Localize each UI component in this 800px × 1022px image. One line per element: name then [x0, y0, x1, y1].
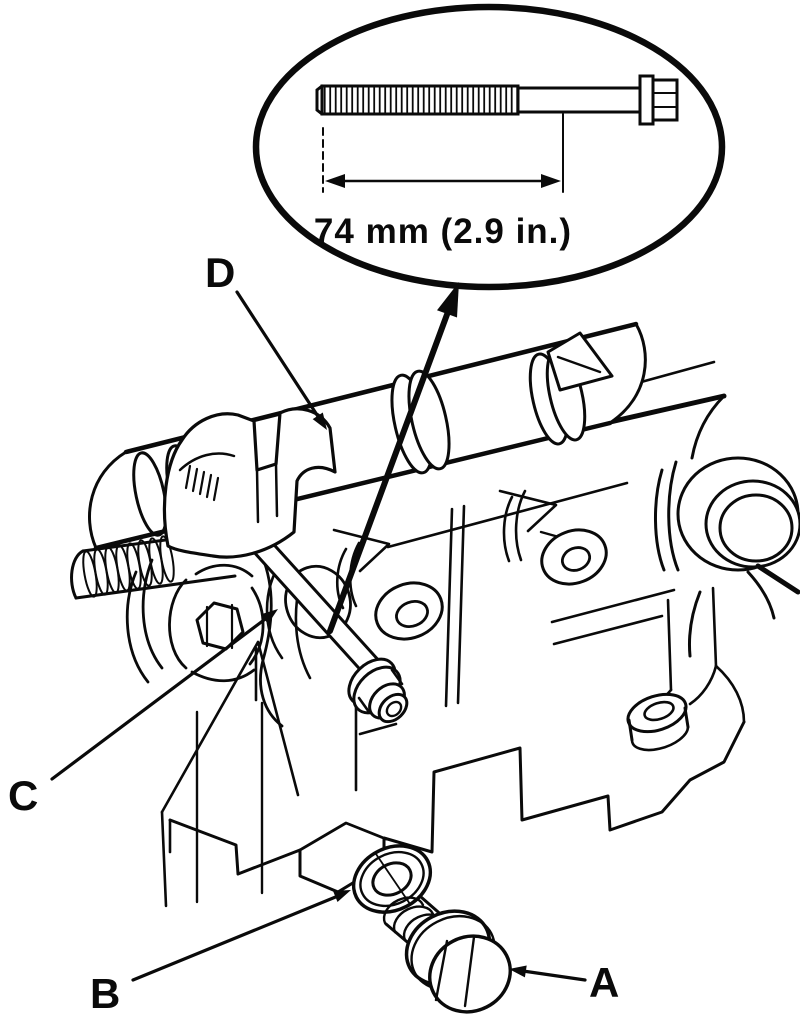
balloon-ellipse: [252, 3, 726, 291]
balloon-arrow: [327, 282, 459, 634]
dimension-text: 74 mm (2.9 in.): [314, 212, 572, 251]
annotations: D C B A: [8, 249, 619, 1017]
bottom-edge: [168, 720, 746, 894]
right-boss: [653, 456, 800, 658]
label-a: A: [589, 959, 619, 1006]
face-hole-right: [540, 528, 608, 586]
mount-bracket: [546, 331, 614, 392]
label-c: C: [8, 772, 38, 819]
cam-holder: [162, 407, 337, 559]
label-a-arrow: [509, 965, 587, 982]
callout-balloon: 74 mm (2.9 in.): [252, 3, 726, 291]
label-c-arrow: [50, 609, 278, 781]
dimension-arrow-right: [541, 174, 561, 188]
dimension-arrow-left: [325, 174, 345, 188]
washer: [351, 844, 433, 914]
label-b-arrow: [131, 890, 351, 982]
callout-bolt: [315, 74, 679, 126]
bottom-right-boss: [626, 586, 746, 752]
face-hole-left: [374, 581, 444, 641]
mounting-bolt-head: [347, 657, 409, 724]
label-d-arrow: [235, 290, 327, 430]
flange-bolt: [382, 895, 512, 1014]
stud-bolt: [70, 529, 237, 600]
cylinder-head: [125, 360, 800, 908]
dimension: [322, 113, 564, 193]
label-b: B: [90, 970, 120, 1017]
holder-stud-threads: [184, 464, 220, 502]
label-d: D: [205, 249, 235, 296]
